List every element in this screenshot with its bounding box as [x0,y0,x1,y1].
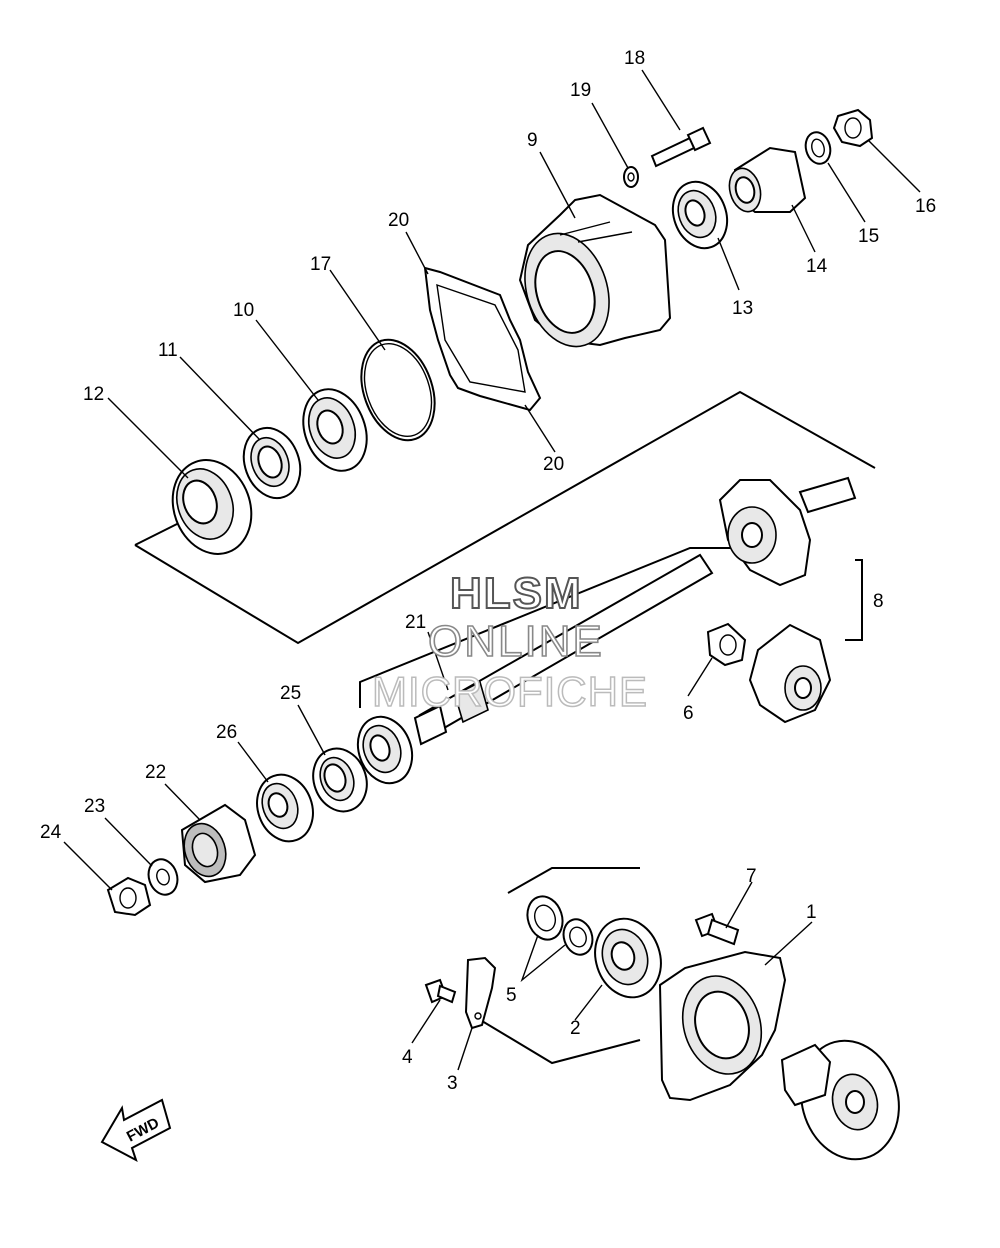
part-13-bearing [671,180,729,250]
watermark: HLSM ONLINE MICROFICHE [371,568,648,716]
leader-12 [107,397,189,479]
part-5-washers [526,895,594,956]
part-25-bearing [356,715,414,785]
part-20-gasket [423,266,542,412]
callout-20-top: 20 [388,210,409,231]
part-2-bearing [594,917,662,999]
callout-2: 2 [570,1018,581,1039]
leader-24 [63,841,113,891]
leader-7 [725,881,753,929]
callout-7: 7 [746,866,757,887]
leader-3 [457,1027,473,1071]
callout-6: 6 [683,703,694,724]
fwd-arrow-icon [100,1098,172,1163]
part-14-coupling [728,146,807,213]
part-15-washer [804,131,832,165]
part-9-housing [518,193,672,348]
callout-18: 18 [624,48,645,69]
leader-14 [791,204,816,253]
leader-13 [717,237,740,291]
callout-22: 22 [145,762,166,783]
leader-2 [574,984,603,1021]
leader-9 [539,151,576,219]
callout-1: 1 [806,902,817,923]
leader-10 [255,319,319,401]
leader-lines [63,69,921,1071]
part-19-washer [623,166,639,188]
part-21-shaft [413,553,714,746]
leader-18 [641,69,681,131]
part-7-bolt [694,912,740,946]
part-12-bearing [171,459,253,555]
part-10-bearing [302,388,368,472]
callout-24: 24 [40,822,62,843]
leader-6 [687,657,713,697]
part-26-seal [256,773,314,843]
callout-11: 11 [158,340,178,361]
leader-19 [591,102,629,169]
part-1-cover [658,950,787,1102]
leader-1 [764,921,813,966]
part-22-coupling [180,803,257,884]
callout-9: 9 [527,130,538,151]
callout-23: 23 [84,796,105,817]
leader-26 [237,741,269,783]
fwd-direction-arrow: FWD [100,1098,172,1163]
watermark-line-1: HLSM [450,569,583,618]
callout-13: 13 [732,298,753,319]
callout-14: 14 [806,256,828,277]
watermark-line-3: MICROFICHE [372,668,648,715]
leader-17 [329,269,386,351]
leader-20b [524,404,556,453]
callout-17: 17 [310,254,331,275]
group-outline-lines [134,390,876,1065]
leader-4 [411,999,441,1044]
part-23-washer [147,858,179,896]
leader-22 [164,783,201,821]
leader-21 [427,631,449,691]
watermark-line-2: ONLINE [428,617,604,666]
part-25-spline-collar [312,747,368,813]
part-8-bevel-gear-set [718,476,857,724]
part-4-screw [424,978,457,1004]
part-3-plate [464,956,497,1030]
part-18-bolt [650,126,712,168]
part-11-spline-ring [242,426,302,500]
callout-5: 5 [506,985,517,1006]
callout-20-bottom: 20 [543,454,564,475]
callout-26: 26 [216,722,237,743]
part-6-nut [706,622,747,667]
leader-20a [405,231,429,275]
leader-15 [827,162,866,223]
leader-23 [104,817,153,867]
callout-16: 16 [915,196,936,217]
callout-15: 15 [858,226,879,247]
leader-11 [179,356,261,441]
callout-19: 19 [570,80,591,101]
callout-21: 21 [405,612,426,633]
leader-16 [867,139,921,193]
leader-25 [297,704,326,756]
callout-3: 3 [447,1073,458,1094]
callout-10: 10 [233,300,254,321]
callout-4: 4 [402,1047,413,1068]
callout-numbers: 18 19 9 20 17 10 11 12 20 13 14 15 16 8 … [40,48,936,1094]
part-24-nut [106,876,152,917]
leader-5 [520,934,566,983]
callout-12: 12 [83,384,104,405]
part-16-nut [832,108,874,148]
callout-8: 8 [873,591,884,612]
callout-25: 25 [280,683,301,704]
driven-gear [780,1039,900,1161]
